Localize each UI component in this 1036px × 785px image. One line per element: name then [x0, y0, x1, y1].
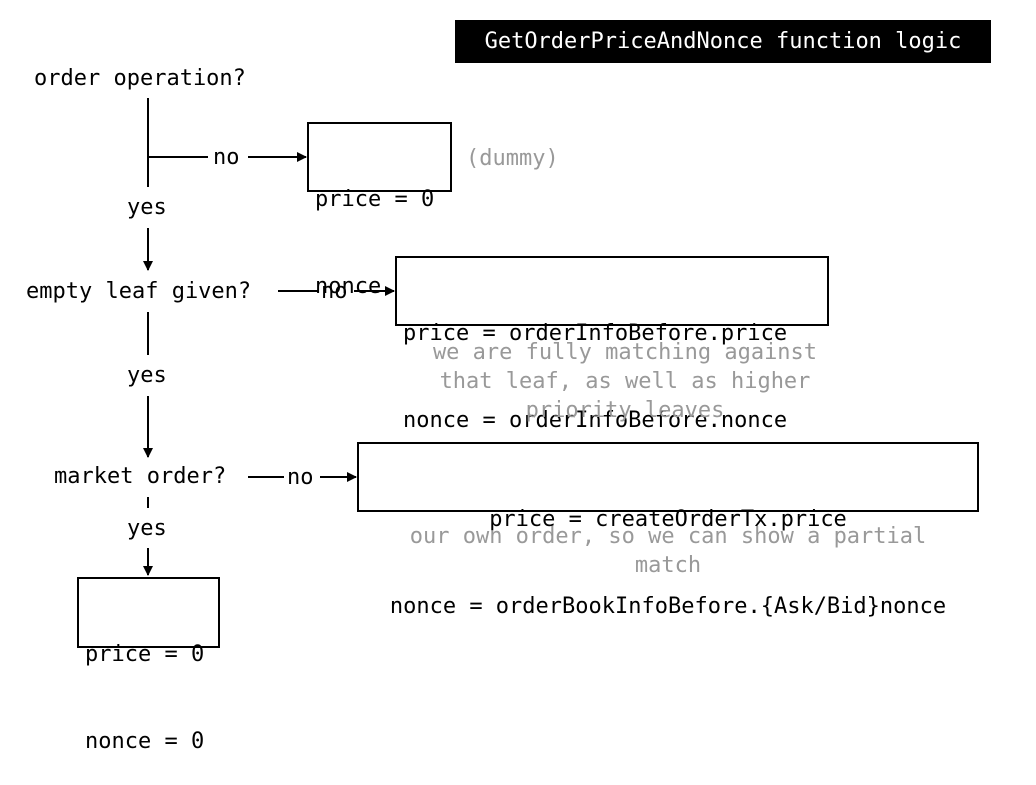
result-nonce: nonce = orderBookInfoBefore.{Ask/Bid}non…	[389, 594, 947, 619]
edge-label-yes-2: yes	[125, 363, 169, 389]
result-price: price = orderInfoBefore.price	[403, 321, 788, 346]
note-own-order: our own order, so we can show a partial …	[409, 524, 927, 578]
result-box-dummy: price = 0 nonce = 0	[307, 122, 452, 299]
edge-label-no-3: no	[285, 465, 316, 491]
result-nonce: nonce = 0	[85, 729, 205, 754]
edge-label-no-1: no	[211, 145, 242, 171]
result-box-create-order: price = createOrderTx.price nonce = orde…	[357, 442, 979, 619]
diagram-title: GetOrderPriceAndNonce function logic	[455, 20, 991, 63]
result-price: price = 0	[85, 642, 205, 667]
note-fully-matching: we are fully matching against that leaf,…	[432, 340, 818, 423]
decision-empty-leaf: empty leaf given?	[26, 279, 252, 304]
edge-label-yes-1: yes	[125, 195, 169, 221]
result-box-order-info-before: price = orderInfoBefore.price nonce = or…	[395, 256, 829, 433]
flow-connectors	[143, 98, 395, 576]
decision-order-operation: order operation?	[34, 66, 246, 91]
result-box-market: price = 0 nonce = 0	[77, 577, 220, 754]
note-dummy: (dummy)	[466, 146, 559, 171]
result-nonce: nonce = orderInfoBefore.nonce	[403, 408, 788, 433]
decision-market-order: market order?	[54, 464, 227, 489]
edge-label-no-2: no	[319, 279, 350, 305]
result-price: price = 0	[315, 187, 435, 212]
edge-label-yes-3: yes	[125, 516, 169, 542]
result-price: price = createOrderTx.price	[489, 507, 847, 532]
